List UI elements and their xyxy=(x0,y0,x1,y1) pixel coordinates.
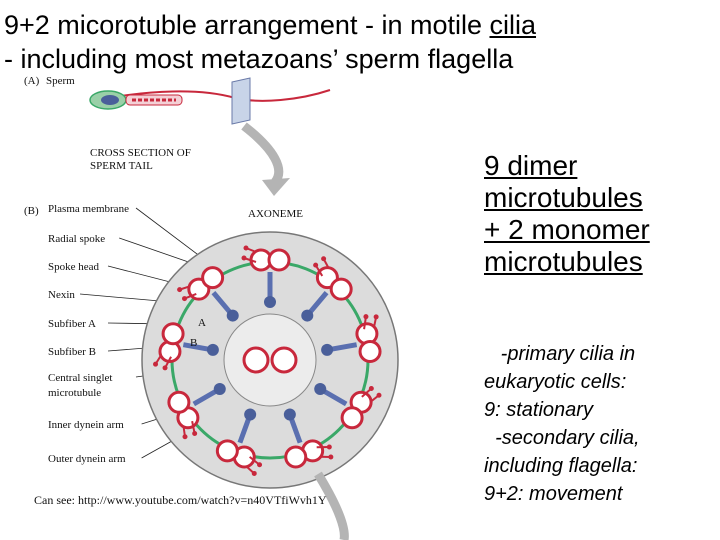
axoneme-diagram: (A) Sperm CROSS SECTION OF SPERM TAIL (B… xyxy=(24,75,399,540)
note-line-2: eukaryotic cells: xyxy=(484,371,627,393)
spoke-head xyxy=(264,296,276,308)
inner-dynein-arm-tip xyxy=(326,444,332,450)
central-sheath xyxy=(223,313,317,407)
subfiber-b xyxy=(161,322,185,346)
outer-dynein-arm-tip xyxy=(153,361,159,367)
inner-dynein-arm-tip xyxy=(313,262,319,268)
subfiber-b xyxy=(201,266,225,290)
subfiber-b xyxy=(215,439,239,463)
subfiber-b xyxy=(340,406,364,430)
title-line2: - including most metazoans’ sperm flagel… xyxy=(4,44,514,74)
subfiber-a-marker: A xyxy=(198,317,206,329)
axoneme-cross-section: A B xyxy=(141,231,399,489)
inner-dynein-arm-tip xyxy=(368,385,374,391)
title-line1-prefix: 9+2 micorotuble arrangement - in motile xyxy=(4,10,490,40)
outer-dynein-arm-tip xyxy=(182,434,188,440)
subfiber-b xyxy=(267,248,291,272)
bottom-arrow xyxy=(314,471,349,540)
doublet-1 xyxy=(241,245,291,308)
cross-section-label-1: CROSS SECTION OF xyxy=(90,147,191,159)
subfiber-b xyxy=(358,339,382,363)
spoke-head xyxy=(283,408,296,421)
outer-dynein-arm-tip xyxy=(243,245,249,251)
cross-section-label-2: SPERM TAIL xyxy=(90,160,153,172)
outer-dynein-arm-tip xyxy=(321,256,327,262)
panel-a-label: (A) xyxy=(24,75,40,87)
subfiber-b xyxy=(284,445,308,469)
part-label-7: microtubule xyxy=(48,387,101,399)
cross-section-plane xyxy=(231,77,251,125)
doublet-3 xyxy=(321,314,382,363)
spoke-head xyxy=(206,343,219,356)
panel-b-label: (B) xyxy=(24,205,39,217)
central-singlet-left xyxy=(242,346,270,374)
part-label-9: Outer dynein arm xyxy=(48,453,126,465)
outer-doublets xyxy=(153,245,382,476)
doublet-6 xyxy=(215,408,263,476)
part-label-2: Spoke head xyxy=(48,261,100,273)
outer-dynein-arm-tip xyxy=(328,454,334,460)
spoke-head xyxy=(314,383,327,395)
doublet-9 xyxy=(177,266,239,322)
doublet-4 xyxy=(314,383,382,430)
subfiber-b xyxy=(329,277,353,301)
doublet-7 xyxy=(167,383,226,440)
central-singlet-right xyxy=(270,346,298,374)
inner-dynein-arm-tip xyxy=(363,314,369,320)
inner-dynein-arm-tip xyxy=(192,431,198,437)
slide-title: 9+2 micorotuble arrangement - in motile … xyxy=(4,8,716,76)
doublet-8 xyxy=(153,322,219,371)
part-label-1: Radial spoke xyxy=(48,233,105,245)
spoke-head xyxy=(226,309,239,322)
heading-line-2: microtubules xyxy=(484,182,643,213)
inner-dynein-arm-tip xyxy=(162,365,168,371)
heading-line-1: 9 dimer xyxy=(484,150,578,181)
part-label-4: Subfiber A xyxy=(48,318,96,330)
inner-dynein-arm-tip xyxy=(241,255,247,261)
outer-dynein-arm-tip xyxy=(376,392,382,398)
note-line-5: including flagella: xyxy=(484,455,638,477)
source-link[interactable]: Can see: http://www.youtube.com/watch?v=… xyxy=(34,493,327,507)
doublet-2 xyxy=(301,256,353,322)
cross-section-arrow xyxy=(241,122,284,185)
note-line-4: -secondary cilia, xyxy=(484,427,640,449)
outer-dynein-arm-tip xyxy=(251,470,257,476)
heading-line-3: + 2 monomer xyxy=(484,214,650,245)
outer-dynein-arm-tip xyxy=(177,287,183,293)
spoke-head xyxy=(321,343,334,356)
note-line-1: -primary cilia in xyxy=(484,343,636,365)
note-line-6: 9+2: movement xyxy=(484,483,623,505)
part-label-6: Central singlet xyxy=(48,372,112,384)
spoke-head xyxy=(213,383,226,395)
sperm-label: Sperm xyxy=(46,75,75,87)
spoke-head xyxy=(244,408,257,421)
part-label-3: Nexin xyxy=(48,289,75,301)
part-label-5: Subfiber B xyxy=(48,346,96,358)
inner-dynein-arm-tip xyxy=(257,462,263,468)
spoke-head xyxy=(301,309,314,322)
sperm-illustration xyxy=(89,89,331,110)
leader-line-0 xyxy=(135,207,206,261)
note-line-3: 9: stationary xyxy=(484,399,593,421)
part-label-0: Plasma membrane xyxy=(48,203,129,215)
cross-section-arrowhead xyxy=(262,178,290,196)
axoneme-label: AXONEME xyxy=(248,208,303,220)
inner-dynein-arm-tip xyxy=(182,296,188,302)
outer-dynein-arm-tip xyxy=(373,314,379,320)
central-pair xyxy=(242,346,298,374)
dimer-heading: 9 dimer microtubules + 2 monomer microtu… xyxy=(484,150,716,278)
cilia-notes: -primary cilia in eukaryotic cells: 9: s… xyxy=(484,340,716,508)
title-cilia-link[interactable]: cilia xyxy=(489,10,537,40)
heading-line-4: microtubules xyxy=(484,246,643,277)
subfiber-b-marker: B xyxy=(190,337,197,349)
doublet-5 xyxy=(283,408,334,469)
part-label-8: Inner dynein arm xyxy=(48,419,124,431)
subfiber-b xyxy=(167,390,191,414)
